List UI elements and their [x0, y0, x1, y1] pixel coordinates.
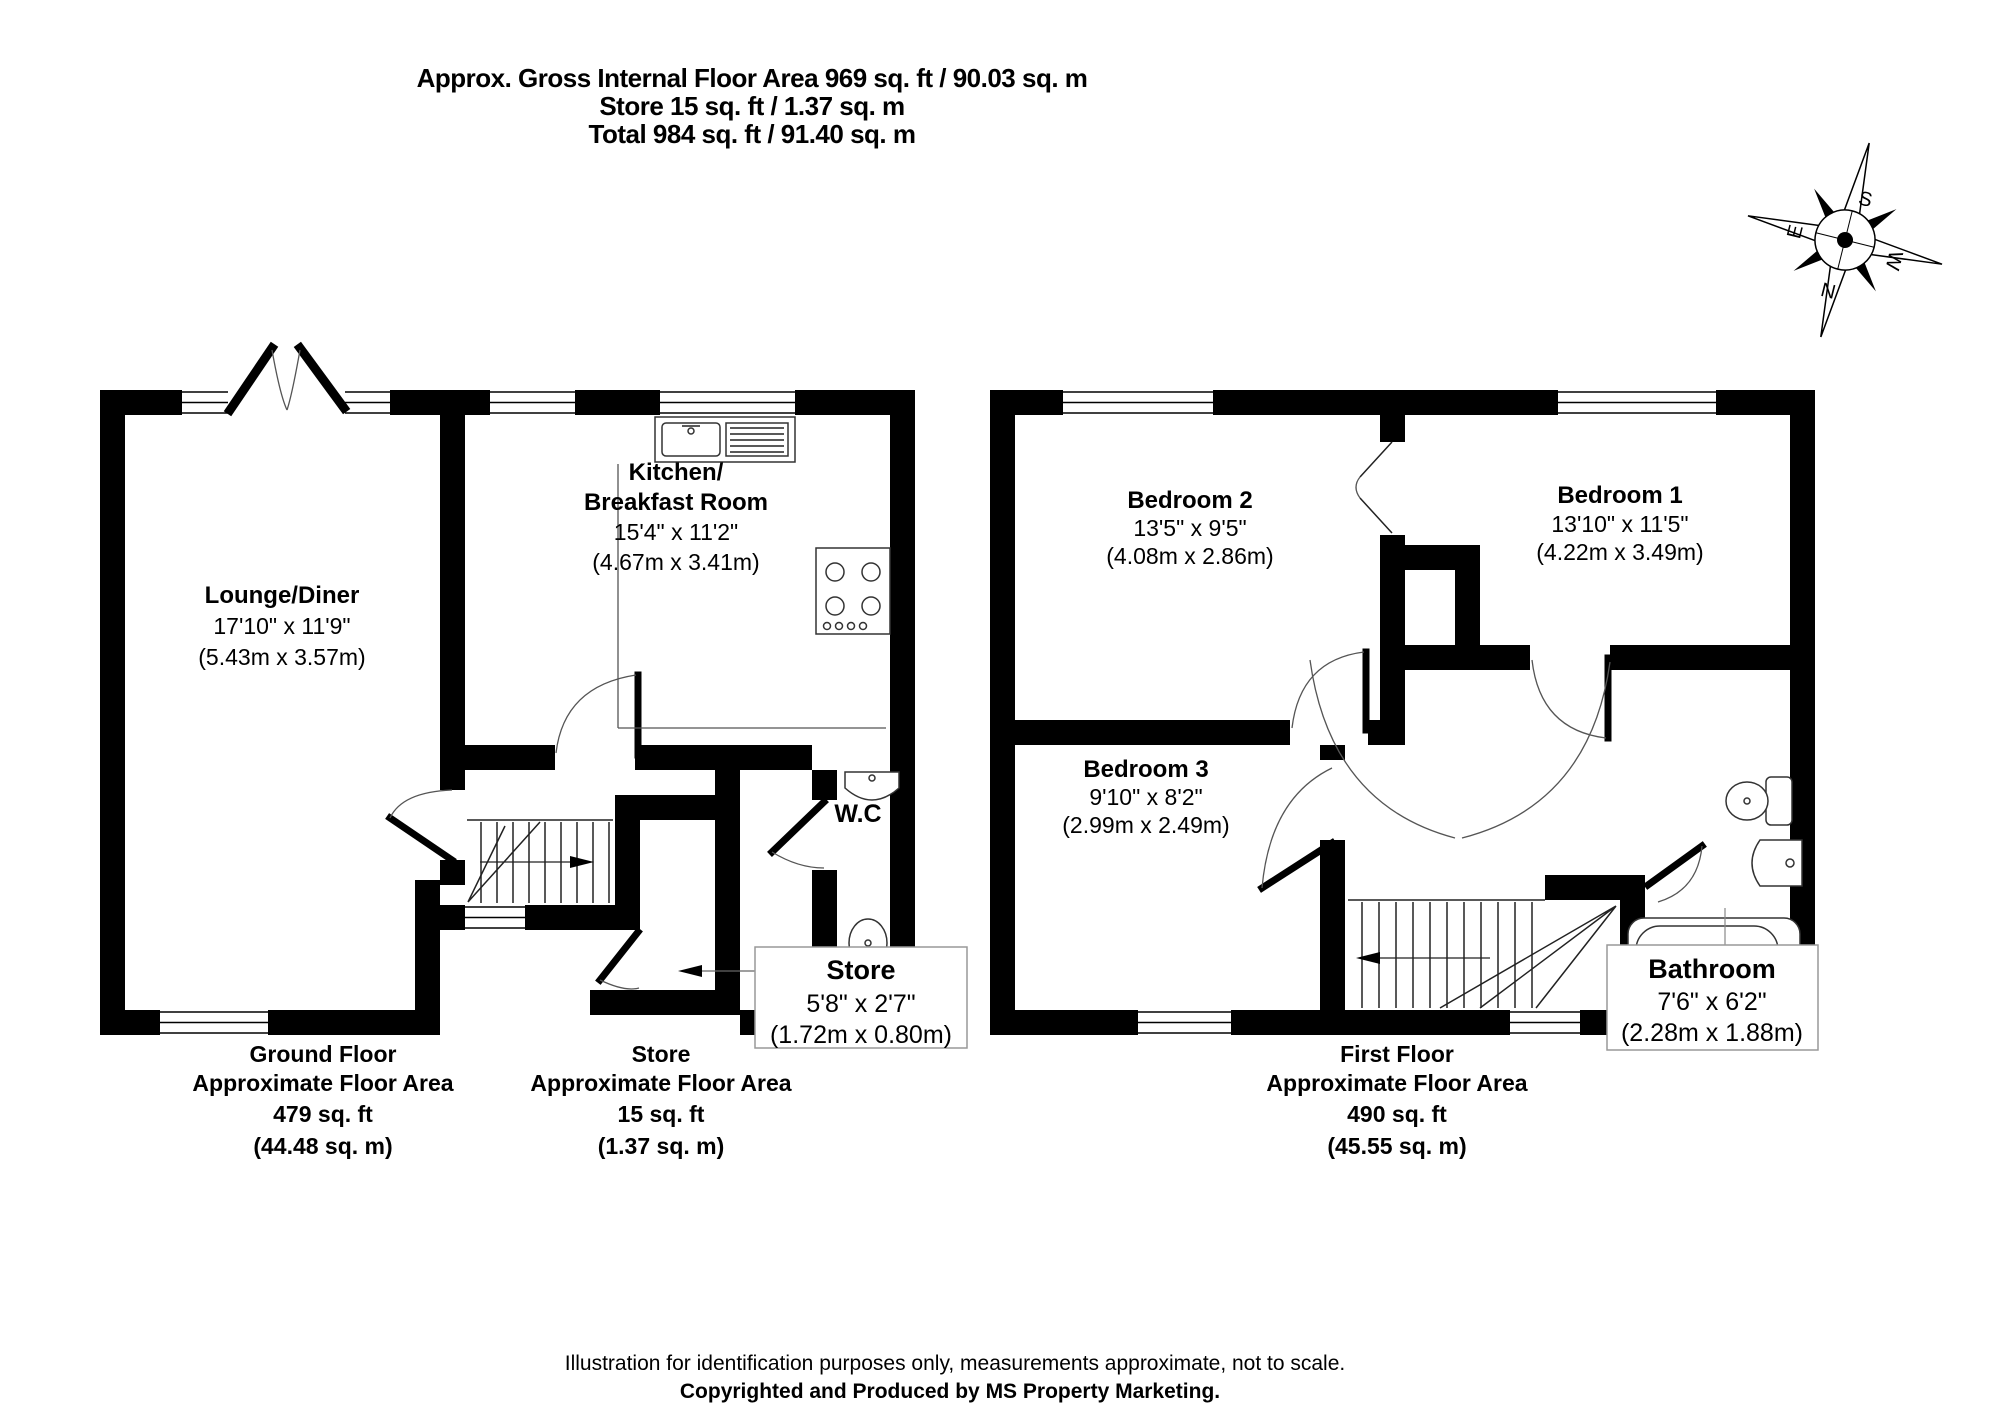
bedroom1-dims-imperial: 13'10" x 11'5" [1551, 511, 1688, 537]
kitchen-name-line2: Breakfast Room [584, 489, 768, 516]
kitchen-dims-imperial: 15'4" x 11'2" [614, 519, 738, 545]
bathroom-basin [1751, 839, 1803, 887]
bedroom2-name: Bedroom 2 [1127, 487, 1252, 514]
kitchen-dims-metric: (4.67m x 3.41m) [592, 549, 759, 575]
store-area-line3: 15 sq. ft [618, 1101, 705, 1127]
header-line3: Total 984 sq. ft / 91.40 sq. m [589, 119, 916, 149]
store-callout: Store 5'8" x 2'7" (1.72m x 0.80m) [678, 946, 968, 1049]
gf-area-line3: 479 sq. ft [273, 1101, 373, 1127]
kitchen-name-line1: Kitchen/ [629, 459, 724, 486]
bathroom-callout-imperial: 7'6" x 6'2" [1657, 988, 1766, 1016]
ground-floor-stairs [467, 819, 613, 903]
bedroom1-dims-metric: (4.22m x 3.49m) [1536, 539, 1703, 565]
store-callout-metric: (1.72m x 0.80m) [770, 1021, 952, 1049]
kitchen-sink [654, 416, 796, 463]
bedroom3-name: Bedroom 3 [1083, 756, 1208, 783]
wc-name: W.C [834, 800, 881, 828]
lounge-dims-metric: (5.43m x 3.57m) [198, 644, 365, 670]
bathroom-callout: Bathroom 7'6" x 6'2" (2.28m x 1.88m) [1606, 908, 1819, 1051]
first-floor-stairs [1348, 899, 1617, 1009]
first-floor-labels: Bedroom 2 13'5" x 9'5" (4.08m x 2.86m) B… [1062, 482, 1703, 838]
lounge-name: Lounge/Diner [205, 582, 360, 609]
footer-disclaimer: Illustration for identification purposes… [565, 1352, 1346, 1375]
bedroom3-dims-metric: (2.99m x 2.49m) [1062, 812, 1229, 838]
ground-floor-area-label: Ground Floor Approximate Floor Area 479 … [192, 1041, 453, 1159]
store-callout-box [754, 946, 968, 1049]
bathroom-toilet [1725, 776, 1793, 826]
bathroom-callout-box [1606, 944, 1819, 1051]
store-area-line2: Approximate Floor Area [530, 1070, 791, 1096]
lounge-dims-imperial: 17'10" x 11'9" [213, 613, 350, 639]
compass-south-label: S [1856, 187, 1874, 212]
compass-rose-icon: S E W N [1747, 142, 1943, 338]
bedroom3-dims-imperial: 9'10" x 8'2" [1089, 784, 1202, 810]
compass-north-label: N [1818, 279, 1837, 304]
footer-copyright: Copyrighted and Produced by MS Property … [680, 1380, 1220, 1403]
header-line1: Approx. Gross Internal Floor Area 969 sq… [417, 63, 1088, 93]
header-line2: Store 15 sq. ft / 1.37 sq. m [599, 91, 904, 121]
front-entrance-door [223, 341, 351, 417]
store-area-line1: Store [632, 1041, 691, 1067]
store-callout-imperial: 5'8" x 2'7" [806, 990, 915, 1018]
bedroom2-dims-imperial: 13'5" x 9'5" [1133, 515, 1246, 541]
ff-area-line2: Approximate Floor Area [1266, 1070, 1527, 1096]
ff-area-line4: (45.55 sq. m) [1327, 1133, 1466, 1159]
bedroom1-name: Bedroom 1 [1557, 482, 1682, 509]
bathroom-callout-name: Bathroom [1648, 954, 1776, 984]
ground-floor-doors [385, 671, 829, 990]
compass-west-label: W [1881, 249, 1907, 273]
gf-area-line2: Approximate Floor Area [192, 1070, 453, 1096]
ground-floor-windows [160, 390, 795, 1035]
first-floor-doors [1257, 441, 1707, 903]
gf-area-line1: Ground Floor [250, 1041, 397, 1067]
bedroom2-dims-metric: (4.08m x 2.86m) [1106, 543, 1273, 569]
ff-area-line1: First Floor [1340, 1041, 1454, 1067]
store-area-label: Store Approximate Floor Area 15 sq. ft (… [530, 1041, 791, 1159]
compass-east-label: E [1783, 223, 1808, 241]
ground-floor-labels: Lounge/Diner 17'10" x 11'9" (5.43m x 3.5… [198, 459, 881, 828]
first-floor-area-label: First Floor Approximate Floor Area 490 s… [1266, 1041, 1527, 1159]
wc-basin [844, 771, 900, 801]
store-area-line4: (1.37 sq. m) [598, 1133, 725, 1159]
header: Approx. Gross Internal Floor Area 969 sq… [417, 63, 1088, 149]
stairs-up-arrow [570, 856, 594, 868]
ground-floor-walls [100, 390, 915, 1035]
kitchen-hob [815, 547, 891, 635]
stairs-down-arrow [1356, 952, 1380, 964]
store-arrow-icon [678, 965, 702, 977]
bathroom-callout-metric: (2.28m x 1.88m) [1621, 1019, 1803, 1047]
ff-area-line3: 490 sq. ft [1347, 1101, 1447, 1127]
store-callout-name: Store [826, 955, 895, 985]
gf-area-line4: (44.48 sq. m) [253, 1133, 392, 1159]
kitchen-counter-edge [617, 464, 886, 729]
footer: Illustration for identification purposes… [565, 1352, 1346, 1403]
